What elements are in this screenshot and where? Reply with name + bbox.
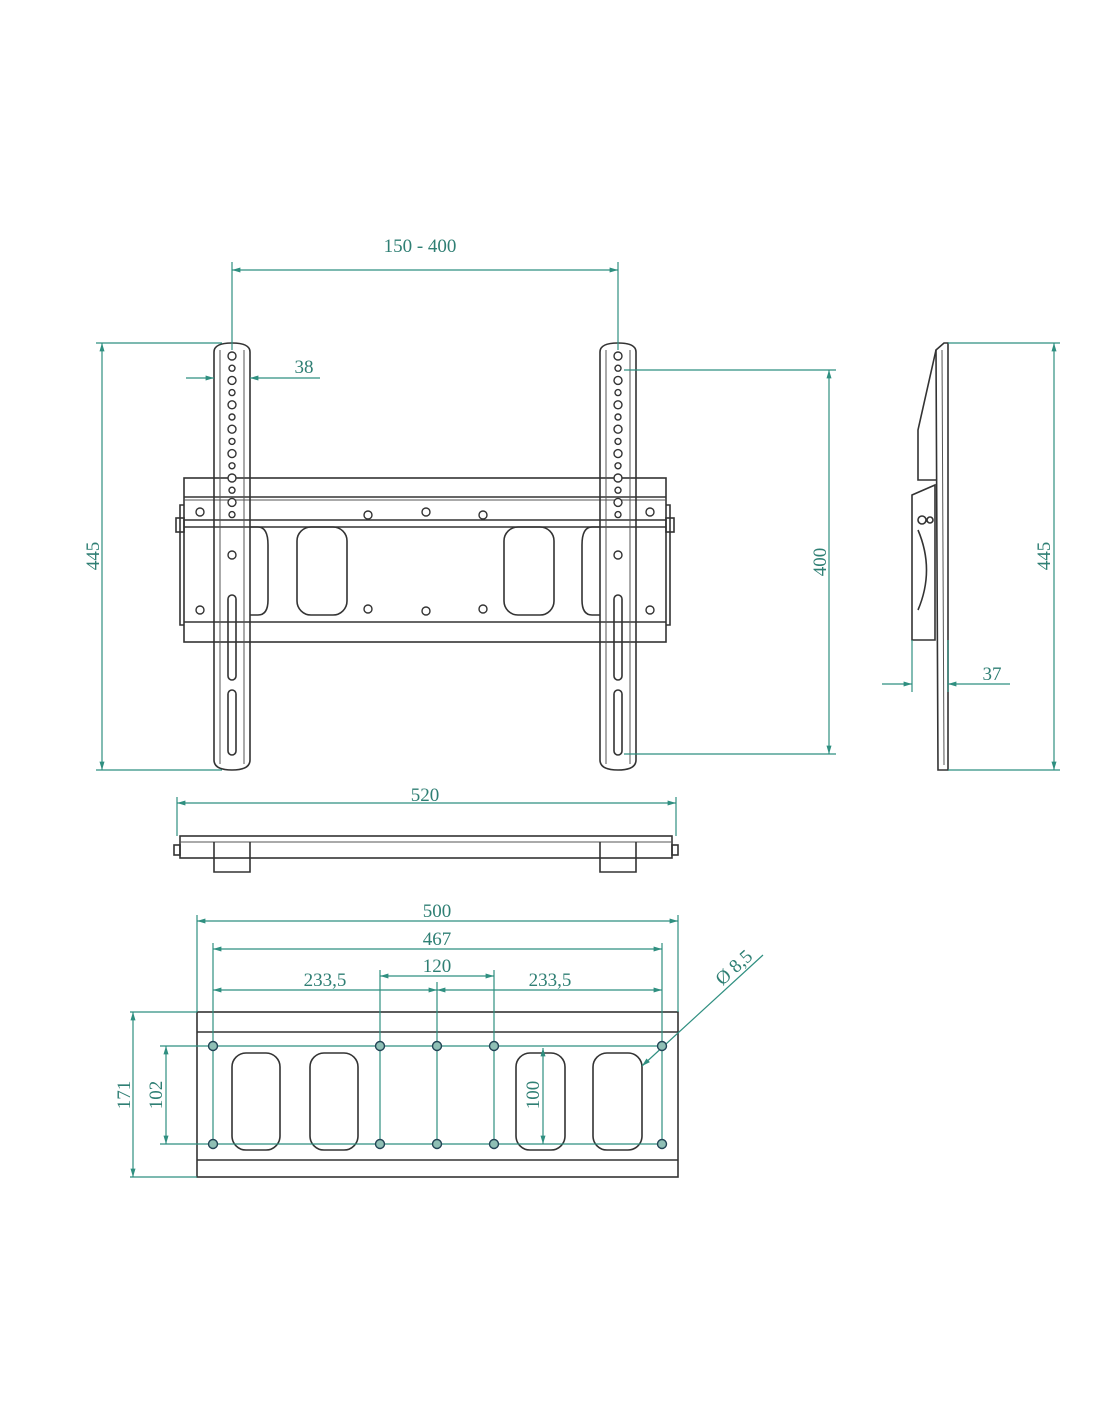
arm-hole	[228, 364, 236, 372]
dim-arm-width: 38	[295, 357, 314, 378]
rail-hole	[478, 604, 488, 614]
arm-hole	[613, 497, 623, 508]
arm-slot	[613, 689, 623, 756]
arm-hole	[614, 510, 622, 519]
rail-hole	[363, 604, 373, 614]
arm-hole	[228, 388, 236, 397]
arm-hole	[227, 550, 237, 560]
arm-slot	[227, 594, 237, 681]
plate-hole	[431, 1138, 443, 1150]
rail-cutout	[503, 526, 555, 616]
left-vertical-arm	[213, 342, 251, 771]
arm-hole	[613, 473, 623, 483]
arm-hole	[227, 448, 237, 459]
plate-hole	[207, 1138, 219, 1150]
arm-hole	[614, 437, 622, 446]
dim-hole-height: 102	[146, 1081, 167, 1110]
arm-hole	[614, 364, 622, 372]
dim-depth: 37	[983, 664, 1002, 685]
arm-hole	[613, 375, 623, 386]
arm-hole	[613, 400, 623, 410]
bolt	[665, 517, 675, 533]
rail-hole	[195, 605, 205, 615]
plate-cutout	[592, 1052, 643, 1151]
plate-hole	[488, 1138, 500, 1150]
arm-hole	[227, 497, 237, 508]
side-bracket	[911, 483, 936, 641]
rail-hole	[195, 507, 205, 517]
plate-hole	[431, 1040, 443, 1052]
plate-hole	[488, 1040, 500, 1052]
arm-hole	[228, 437, 236, 446]
plate-hole	[374, 1040, 386, 1052]
arm-hole	[613, 351, 623, 361]
side-view: 445 37	[882, 342, 1060, 771]
arm-hole	[227, 424, 237, 434]
dim-half-left: 233,5	[304, 970, 347, 991]
rail-hole	[421, 507, 431, 517]
arm-hole	[613, 448, 623, 459]
arm-hole	[228, 510, 236, 519]
arm-hole	[614, 388, 622, 397]
arm-hole	[227, 473, 237, 483]
top-view: 520	[173, 785, 679, 873]
rail-hole	[478, 510, 488, 520]
plate-cutout	[231, 1052, 281, 1151]
dim-center: 120	[423, 956, 452, 977]
arm-slot	[613, 594, 623, 681]
arm-hole	[228, 486, 236, 494]
arm-hole	[613, 424, 623, 434]
dim-plate-total: 500	[423, 901, 452, 922]
dim-top-width: 520	[411, 785, 440, 806]
arm-hole	[227, 400, 237, 410]
arm-hole	[228, 462, 236, 470]
plate-view: 500 467 120 233,5 233,5 171 102 100 Ø 8,…	[114, 901, 764, 1178]
rail-hole	[363, 510, 373, 520]
top-bar	[179, 835, 673, 859]
plate-cutout	[309, 1052, 359, 1151]
arm-hole	[227, 375, 237, 386]
dim-side-height: 445	[1034, 542, 1055, 571]
dim-hole-outer: 467	[423, 929, 452, 950]
rail-hole	[645, 605, 655, 615]
side-profile	[935, 342, 949, 771]
arm-hole	[613, 550, 623, 560]
dim-half-right: 233,5	[529, 970, 572, 991]
plate-hole	[207, 1040, 219, 1052]
dim-vesa-range: 150 - 400	[384, 236, 457, 257]
arm-hole	[227, 351, 237, 361]
rail-plate	[183, 477, 667, 643]
arm-hole	[228, 413, 236, 421]
dim-inner-height: 100	[523, 1081, 544, 1110]
right-vertical-arm	[599, 342, 637, 771]
plate-hole	[656, 1040, 668, 1052]
plate-hole	[374, 1138, 386, 1150]
arm-slot	[227, 689, 237, 756]
rail-hole	[645, 507, 655, 517]
bolt	[175, 517, 185, 533]
dim-hole-span: 400	[810, 548, 831, 577]
arm-hole	[614, 413, 622, 421]
front-view: 150 - 400 38 445 400	[83, 236, 836, 771]
dim-plate-height: 171	[114, 1081, 135, 1110]
dim-front-height: 445	[83, 542, 104, 571]
dim-hole-diameter: Ø 8,5	[712, 946, 757, 990]
arm-hole	[614, 486, 622, 494]
rail-hole	[421, 606, 431, 616]
arm-hole	[614, 462, 622, 470]
rail-cutout	[296, 526, 348, 616]
plate-hole	[656, 1138, 668, 1150]
